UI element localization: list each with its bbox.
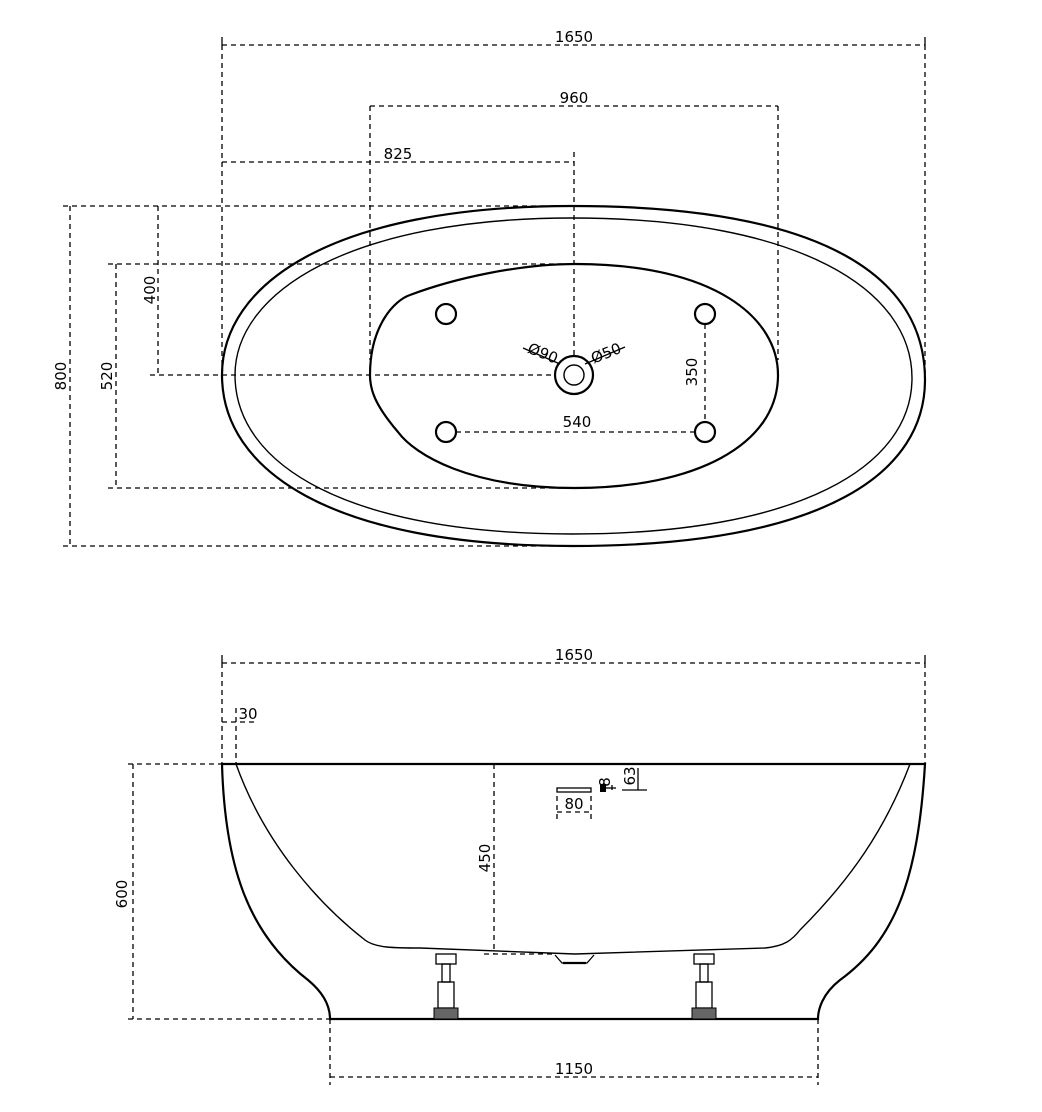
label-side-450: 450 — [476, 844, 494, 873]
label-top-1650: 1650 — [555, 28, 593, 46]
label-top-400: 400 — [141, 276, 159, 305]
top-view-outer-rim — [220, 204, 927, 548]
label-side-80: 80 — [564, 795, 583, 813]
label-side-1650: 1650 — [555, 646, 593, 664]
label-top-800: 800 — [52, 362, 70, 391]
top-view-foot-top-right — [693, 302, 717, 326]
label-side-30: 30 — [238, 705, 257, 723]
label-side-8: 8 — [596, 777, 614, 787]
side-view: 1650 30 600 450 80 8 63 1150 — [113, 646, 927, 1085]
top-view-drain-inner — [563, 364, 585, 386]
top-view-foot-bottom-right — [693, 420, 717, 444]
label-side-600: 600 — [113, 880, 131, 909]
side-view-inner-basin — [235, 763, 911, 955]
top-view: 1650 960 825 800 520 400 Ø90 Ø50 350 540 — [52, 28, 927, 548]
label-top-350: 350 — [683, 358, 701, 387]
label-drain-50: Ø50 — [588, 339, 623, 367]
side-view-foot-right — [691, 953, 717, 1020]
top-view-foot-bottom-left — [434, 420, 458, 444]
label-side-1150: 1150 — [555, 1060, 593, 1078]
side-view-overflow — [556, 787, 592, 793]
label-top-960: 960 — [560, 89, 589, 107]
label-top-825: 825 — [384, 145, 413, 163]
label-side-63: 63 — [621, 766, 639, 785]
label-top-520: 520 — [98, 362, 116, 391]
label-drain-90: Ø90 — [525, 339, 560, 367]
top-view-basin — [368, 262, 780, 490]
label-top-540: 540 — [563, 413, 592, 431]
top-view-inner-rim — [234, 217, 913, 535]
top-view-foot-top-left — [434, 302, 458, 326]
side-view-foot-left — [433, 953, 459, 1020]
top-view-drain-outer — [553, 354, 595, 396]
